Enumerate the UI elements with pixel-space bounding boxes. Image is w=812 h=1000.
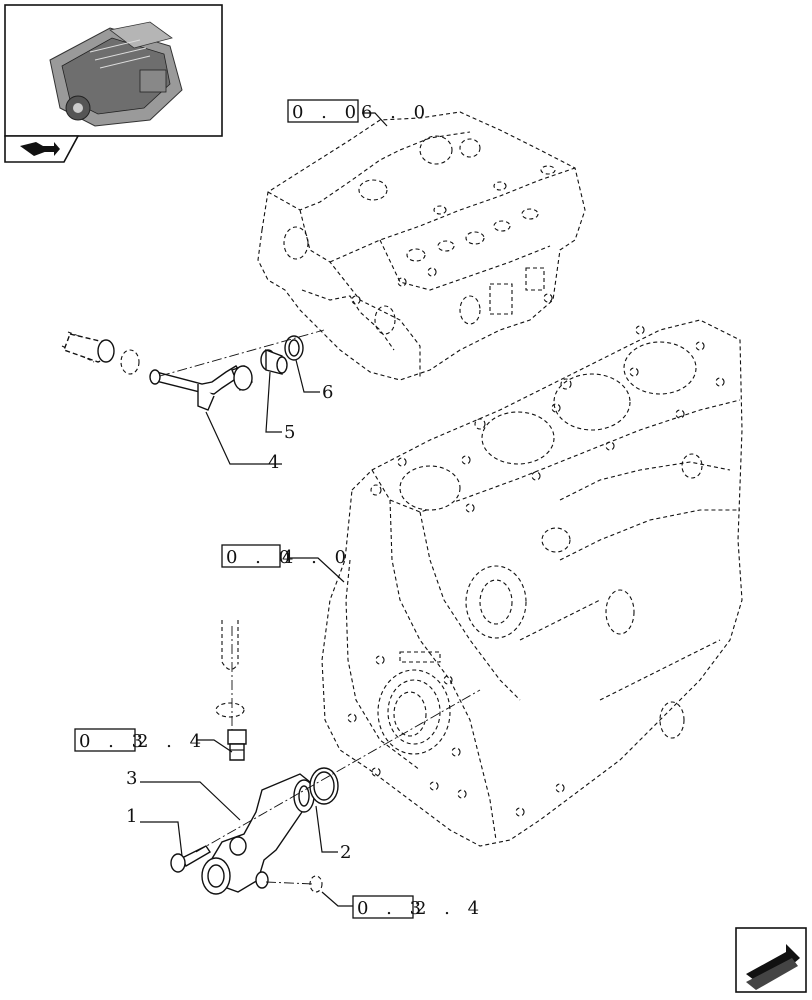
thermostat-housing-part-3	[201, 773, 315, 895]
next-page-button[interactable]	[735, 927, 807, 993]
pipe-part-4	[149, 365, 253, 411]
engine-thumbnail-icon	[49, 21, 183, 127]
reference-suffix-text: 6 . 0	[361, 102, 431, 123]
callout-1[interactable]: 1	[126, 806, 183, 857]
axis-line-lower	[195, 689, 481, 853]
callout-4[interactable]: 4	[205, 411, 282, 473]
reference-box-text: 0 . 3	[357, 898, 427, 919]
hose-lower	[221, 620, 239, 671]
callout-number: 3	[126, 768, 137, 789]
sensor	[227, 729, 247, 761]
axis-line-plug	[265, 881, 315, 885]
axis-line-upper	[159, 329, 325, 377]
reference-box-text: 0 . 0	[226, 547, 296, 568]
engine-block-reference[interactable]: 0 . 0 4 . 0	[221, 544, 352, 583]
bolt-part-1	[170, 845, 211, 873]
callout-3[interactable]: 3	[126, 768, 241, 821]
callout-5[interactable]: 5	[265, 371, 295, 443]
o-ring-part-2	[309, 767, 339, 805]
cylinder-head-reference[interactable]: 0 . 0 6 . 0	[287, 99, 431, 127]
book-arrow-icon	[20, 142, 60, 156]
clamp	[215, 702, 245, 718]
callout-number: 5	[284, 422, 295, 443]
sensor-reference[interactable]: 0 . 3 2 . 4	[74, 728, 233, 753]
union-part-5	[260, 348, 288, 375]
engine-thumbnail[interactable]	[4, 4, 223, 137]
cylinder-head-block	[257, 111, 586, 381]
plug-reference[interactable]: 0 . 3 2 . 4	[321, 891, 485, 919]
callout-number: 6	[322, 382, 333, 403]
reference-suffix-text: 2 . 4	[137, 731, 207, 752]
reference-suffix-text: 2 . 4	[415, 898, 485, 919]
reference-box-text: 0 . 3	[79, 731, 149, 752]
callout-6[interactable]: 6	[295, 359, 333, 403]
washer-part-6	[284, 335, 304, 361]
next-page-arrow-icon	[746, 944, 800, 990]
callout-number: 4	[268, 452, 279, 473]
engine-block	[321, 319, 743, 847]
callout-2[interactable]: 2	[315, 805, 351, 863]
callout-number: 1	[126, 806, 137, 827]
callout-number: 2	[340, 842, 351, 863]
page-tab[interactable]	[4, 135, 80, 163]
reference-box-text: 0 . 0	[292, 102, 362, 123]
hose-upper	[61, 331, 140, 375]
